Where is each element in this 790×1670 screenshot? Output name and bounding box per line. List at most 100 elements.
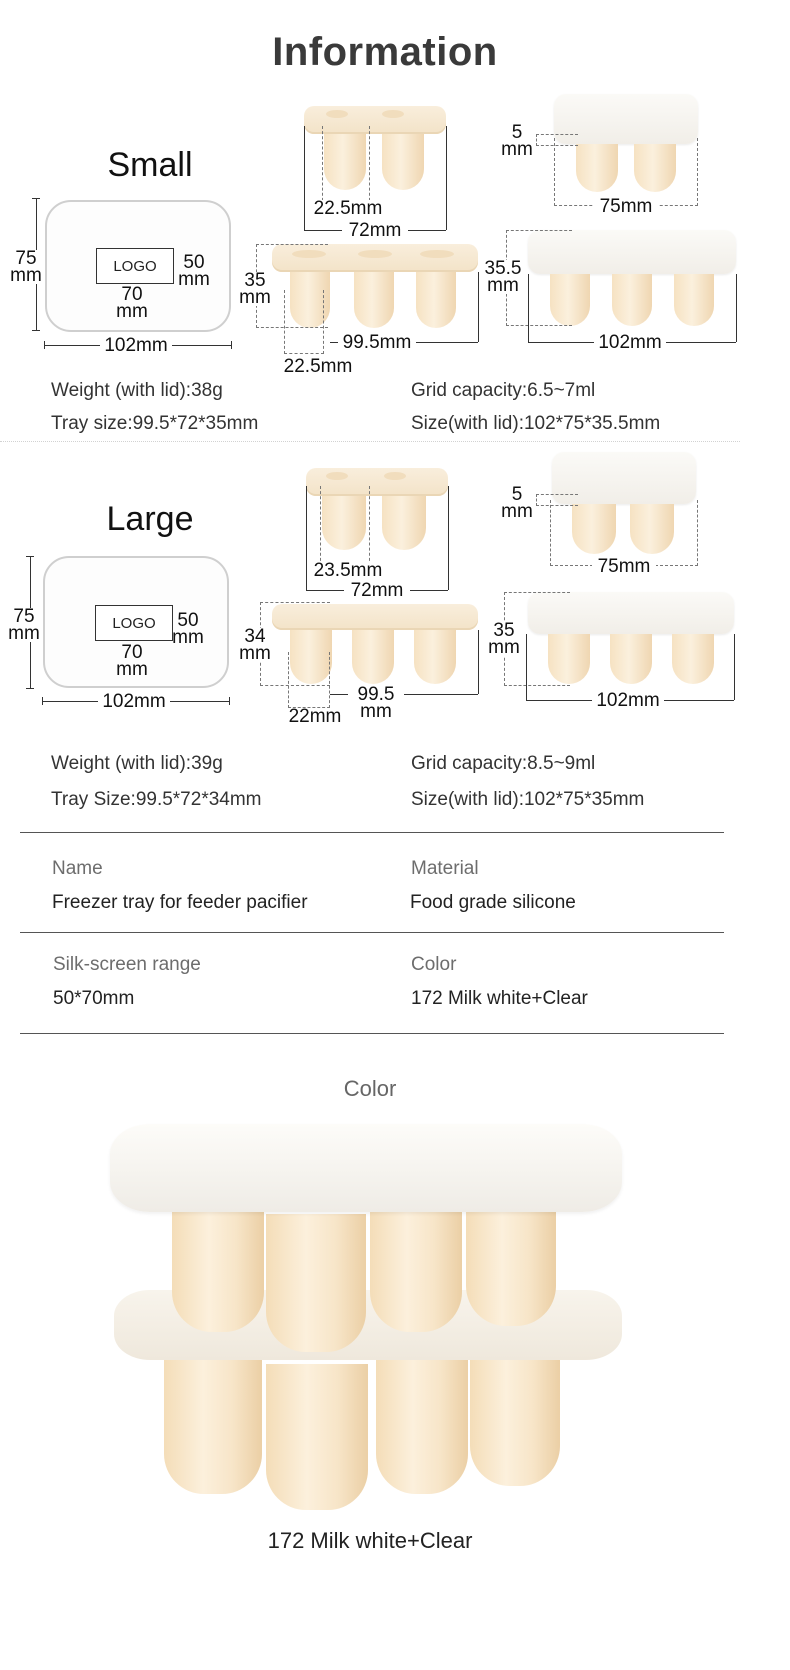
tray-pod [576,144,618,192]
upper-pod [370,1202,462,1332]
lid-thickness-label: 5 mm [500,485,534,521]
tray-side-rim [272,604,478,630]
large-grid-capacity: Grid capacity:8.5~9ml [411,753,596,774]
large-lid-diagram: 75 mm LOGO 50 mm 70 mm 102mm [0,446,260,726]
tray-hole [420,250,454,258]
length-line-right [478,272,479,342]
product-photo [100,1118,640,1518]
large-lidded-side-diagram: 35 mm 102mm [484,592,750,722]
lid-height-value: 75 [15,248,37,269]
depth-line-left [306,486,307,590]
upper-pod [172,1202,264,1332]
lidded-length-label: 102mm [592,691,664,710]
width-tick-right [229,697,230,705]
logo-width-value: 50 [183,252,205,273]
lid-width-label: 102mm [100,336,172,355]
small-lid-side-diagram: 5 mm 75mm [500,90,720,220]
lidded-height-unit: mm [488,637,520,658]
lid-thickness-box [536,494,578,506]
width-tick-left [44,341,45,349]
lid-side-width-label: 75mm [592,557,656,576]
tray-height-label: 34 mm [236,627,274,663]
lid-height-label: 75 mm [8,248,44,285]
tray-pod [352,630,394,684]
lidded-length-left [526,634,527,700]
name-value: Freezer tray for feeder pacifier [52,892,308,913]
logo-height-label: 70 mm [112,284,152,321]
lidded-top [528,230,736,274]
tray-pod [634,144,676,192]
large-tray-top-diagram: 23.5mm 72mm [290,456,470,606]
height-tick-top [32,198,40,199]
hole-dimension-box [320,486,370,566]
small-title: Small [107,146,193,184]
depth-label: 72mm [342,221,408,240]
lidded-height-value: 35.5 [484,258,522,279]
logo-width-unit: mm [172,627,204,648]
lower-pod [470,1354,560,1486]
lower-pod [266,1364,368,1510]
logo-height-value: 70 [121,284,143,305]
name-label: Name [52,858,103,879]
small-tray-top-diagram: 22.5mm 72mm [290,90,470,240]
lid-height-unit: mm [8,623,40,644]
lid-width-label: 102mm [98,692,170,711]
small-tray-side-diagram: 35 mm 99.5mm 22.5mm [230,230,490,380]
tray-length-unit: mm [360,701,392,722]
tray-length-label: 99.5mm [338,333,416,352]
hole-label: 23.5mm [308,561,388,580]
tray-pod [354,272,394,328]
tray-pod [612,274,652,326]
tray-pod [610,634,652,684]
small-tray-size: Tray size:99.5*72*35mm [51,413,259,434]
tray-pod [322,496,366,550]
logo-box: LOGO [95,605,173,641]
tray-height-value: 35 [244,270,266,291]
tray-height-unit: mm [239,287,271,308]
lidded-height-value: 35 [493,620,515,641]
large-tray-size: Tray Size:99.5*72*34mm [51,789,262,810]
material-value: Food grade silicone [410,892,576,913]
logo-height-unit: mm [116,659,148,680]
height-tick-bottom [32,330,40,331]
width-tick-right [231,341,232,349]
tray-pod [550,274,590,326]
lid-height-label: 75 mm [6,607,42,644]
lidded-top [528,592,734,634]
depth-line-left [304,126,305,230]
pod-width-box [284,290,324,354]
large-title: Large [106,500,194,538]
tray-pod [548,634,590,684]
tray-pod [290,630,332,684]
lower-pod [164,1354,262,1494]
page-title: Information [272,30,498,74]
logo-width-label: 50 mm [170,610,206,648]
lidded-length-left [528,274,529,342]
length-line [330,694,478,695]
lid-thickness-unit: mm [501,139,533,160]
length-line-right [478,630,479,694]
tray-pod [414,630,456,684]
material-label: Material [411,858,479,879]
tray-pod [674,274,714,326]
tray-pod [630,504,674,554]
small-section: Small 75 mm LOGO 50 mm 70 mm 102mm [0,90,790,440]
large-weight: Weight (with lid):39g [51,753,223,774]
lid-top [554,94,698,144]
width-tick-left [42,697,43,705]
top-lid [110,1124,622,1212]
height-tick-top [26,556,34,557]
large-tray-side-diagram: 34 mm 99.5 mm 22mm [230,596,490,726]
tray-hole [292,250,326,258]
color-label: Color [411,954,457,975]
table-divider-bottom [20,1033,724,1034]
tray-pod [416,272,456,328]
logo-width-value: 50 [177,610,199,631]
lidded-height-label: 35 mm [484,620,524,658]
logo-box: LOGO [96,248,174,284]
tray-hole [326,110,348,118]
depth-line-right [446,126,447,230]
depth-label: 72mm [344,581,410,600]
height-tick-bottom [26,688,34,689]
tray-length-label: 99.5 mm [348,685,404,722]
